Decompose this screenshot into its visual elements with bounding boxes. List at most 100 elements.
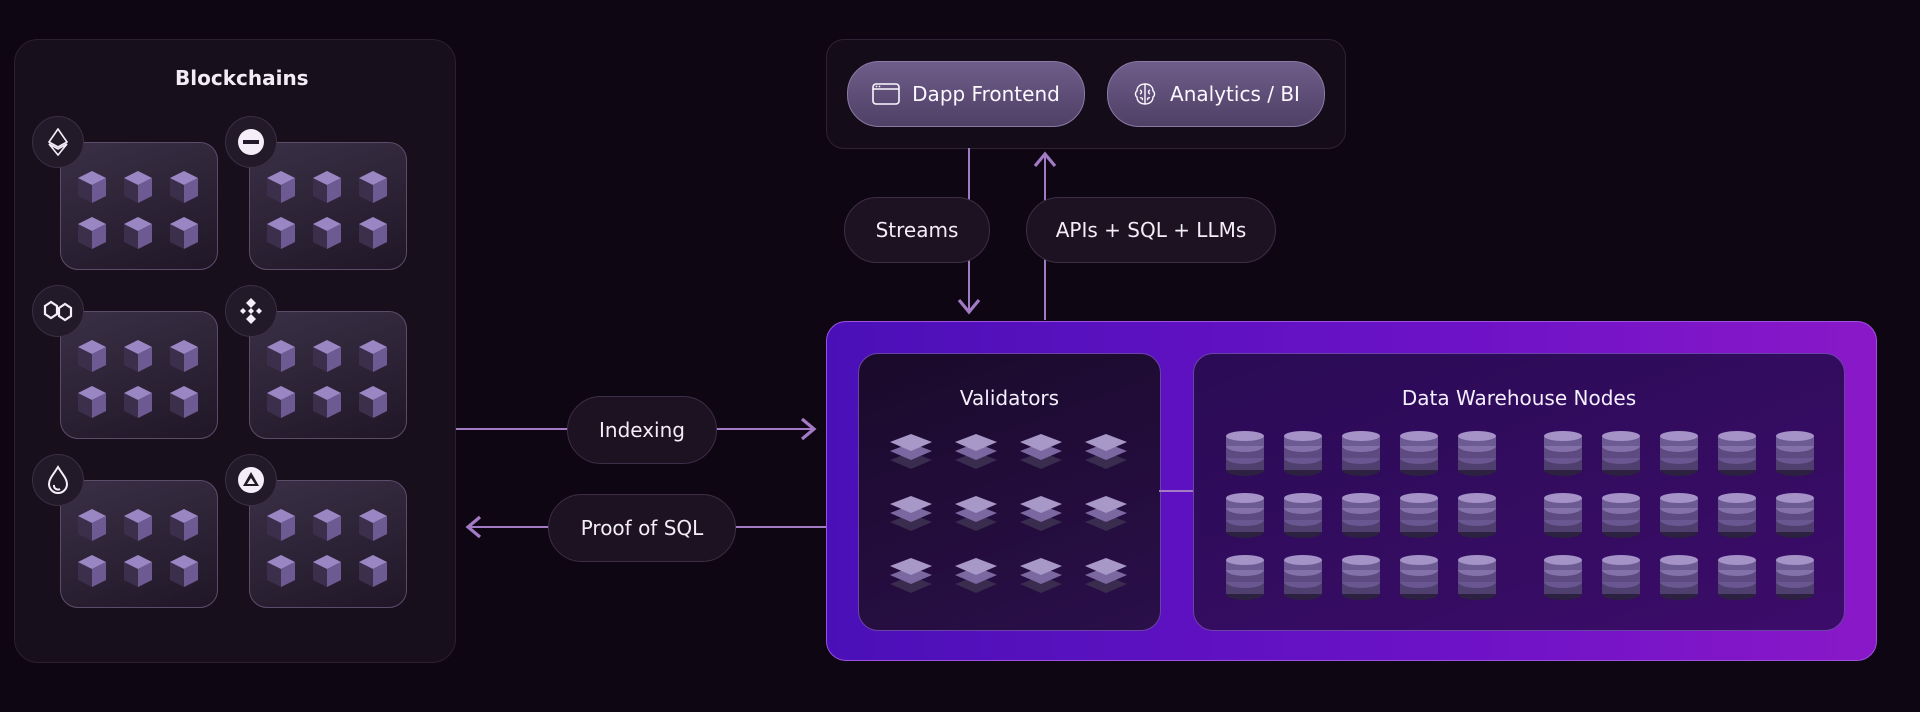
validators-title: Validators: [959, 386, 1060, 410]
block-cube-icon: [266, 339, 296, 373]
warehouse-node-icon: [1340, 492, 1382, 540]
dapp-frontend-label: Dapp Frontend: [912, 82, 1060, 106]
block-cube-icon: [358, 385, 388, 419]
block-cube-icon: [123, 170, 153, 204]
bnb-icon: [225, 285, 277, 337]
block-cube-icon: [358, 554, 388, 588]
indexing-pill: Indexing: [567, 396, 717, 464]
block-cube-icon: [266, 170, 296, 204]
warehouse-node-icon: [1224, 554, 1266, 602]
block-cube-icon: [77, 170, 107, 204]
warehouse-node-icon: [1456, 492, 1498, 540]
warehouse-node-icon: [1224, 430, 1266, 478]
apis-pill: APIs + SQL + LLMs: [1026, 197, 1276, 263]
drop-chain-icon: [32, 454, 84, 506]
warehouse-node-icon: [1398, 554, 1440, 602]
warehouse-node-icon: [1456, 554, 1498, 602]
validator-node-icon: [1084, 550, 1128, 596]
streams-label: Streams: [875, 218, 959, 242]
applications-box: Dapp Frontend Analytics / BI: [826, 39, 1346, 149]
proof-of-sql-label: Proof of SQL: [580, 516, 704, 540]
validator-node-icon: [1084, 488, 1128, 534]
block-cube-icon: [312, 508, 342, 542]
chain-card-avalanche: [249, 480, 407, 608]
validator-node-icon: [1019, 426, 1063, 472]
warehouse-node-icon: [1542, 492, 1584, 540]
browser-window-icon: [872, 83, 900, 105]
block-cube-icon: [312, 170, 342, 204]
block-cube-icon: [312, 339, 342, 373]
warehouse-node-icon: [1340, 430, 1382, 478]
warehouse-node-icon: [1282, 430, 1324, 478]
minus-circle-chain-icon: [225, 116, 277, 168]
polygon-icon: [32, 285, 84, 337]
warehouse-node-icon: [1716, 554, 1758, 602]
warehouse-node-icon: [1398, 430, 1440, 478]
block-cube-icon: [358, 216, 388, 250]
warehouse-node-icon: [1716, 430, 1758, 478]
warehouse-node-icon: [1456, 430, 1498, 478]
block-cube-icon: [77, 385, 107, 419]
block-cube-icon: [358, 339, 388, 373]
warehouse-node-icon: [1658, 430, 1700, 478]
warehouse-node-icon: [1658, 492, 1700, 540]
validator-node-icon: [954, 488, 998, 534]
validator-node-icon: [889, 550, 933, 596]
chain-card-drop: [60, 480, 218, 608]
warehouse-node-icon: [1600, 492, 1642, 540]
chain-card-bnb: [249, 311, 407, 439]
warehouse-node-icon: [1542, 554, 1584, 602]
block-cube-icon: [312, 385, 342, 419]
warehouse-node-icon: [1774, 430, 1816, 478]
data-warehouse-box: Data Warehouse Nodes: [1193, 353, 1845, 631]
warehouse-node-icon: [1282, 492, 1324, 540]
warehouse-node-icon: [1774, 554, 1816, 602]
dapp-frontend-button[interactable]: Dapp Frontend: [847, 61, 1085, 127]
analytics-bi-button[interactable]: Analytics / BI: [1107, 61, 1325, 127]
block-cube-icon: [77, 554, 107, 588]
block-cube-icon: [169, 385, 199, 419]
block-cube-icon: [266, 385, 296, 419]
block-cube-icon: [266, 554, 296, 588]
block-cube-icon: [312, 216, 342, 250]
block-cube-icon: [77, 339, 107, 373]
apis-label: APIs + SQL + LLMs: [1055, 218, 1247, 242]
validator-node-icon: [954, 426, 998, 472]
block-cube-icon: [123, 508, 153, 542]
blockchains-title: Blockchains: [175, 66, 309, 90]
block-cube-icon: [312, 554, 342, 588]
warehouse-node-icon: [1398, 492, 1440, 540]
block-cube-icon: [77, 508, 107, 542]
block-cube-icon: [266, 216, 296, 250]
warehouse-node-icon: [1340, 554, 1382, 602]
block-cube-icon: [123, 385, 153, 419]
block-cube-icon: [169, 508, 199, 542]
validator-node-icon: [1019, 550, 1063, 596]
chain-card-minus: [249, 142, 407, 270]
warehouse-node-icon: [1600, 554, 1642, 602]
block-cube-icon: [358, 508, 388, 542]
block-cube-icon: [123, 339, 153, 373]
block-cube-icon: [169, 554, 199, 588]
brain-icon: [1134, 83, 1156, 105]
block-cube-icon: [169, 339, 199, 373]
warehouse-node-icon: [1774, 492, 1816, 540]
streams-pill: Streams: [844, 197, 990, 263]
validator-node-icon: [889, 488, 933, 534]
validators-box: Validators: [858, 353, 1161, 631]
block-cube-icon: [169, 216, 199, 250]
block-cube-icon: [77, 216, 107, 250]
avalanche-icon: [225, 454, 277, 506]
chain-card-polygon: [60, 311, 218, 439]
block-cube-icon: [358, 170, 388, 204]
blockchains-panel: Blockchains: [14, 39, 456, 663]
proof-of-sql-pill: Proof of SQL: [548, 494, 736, 562]
block-cube-icon: [169, 170, 199, 204]
block-cube-icon: [123, 216, 153, 250]
validator-node-icon: [954, 550, 998, 596]
validator-node-icon: [889, 426, 933, 472]
block-cube-icon: [123, 554, 153, 588]
warehouse-node-icon: [1224, 492, 1266, 540]
validator-node-icon: [1019, 488, 1063, 534]
chain-card-ethereum: [60, 142, 218, 270]
